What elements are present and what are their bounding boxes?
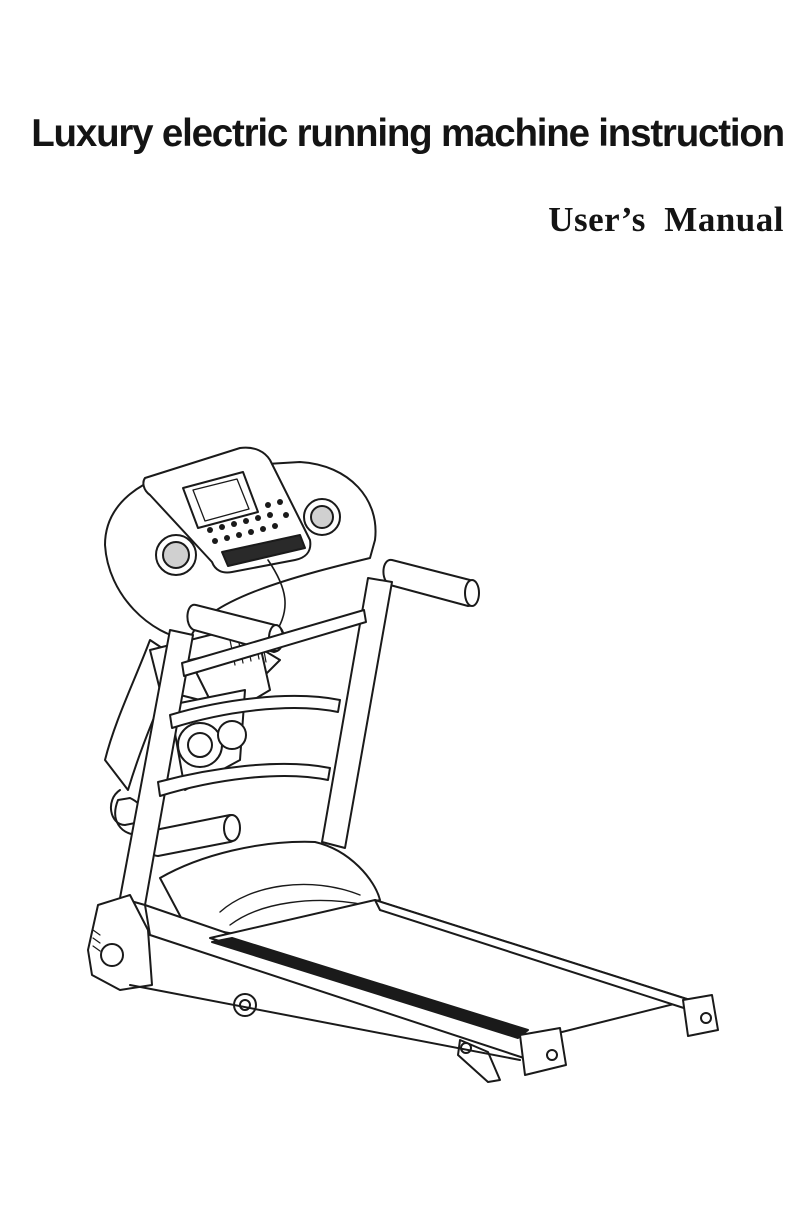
manual-title: Luxury electric running machine instruct… [0, 112, 784, 156]
manual-subtitle: User’s Manual [0, 200, 784, 240]
treadmill-icon [80, 440, 730, 1090]
treadmill-illustration [80, 440, 730, 1090]
